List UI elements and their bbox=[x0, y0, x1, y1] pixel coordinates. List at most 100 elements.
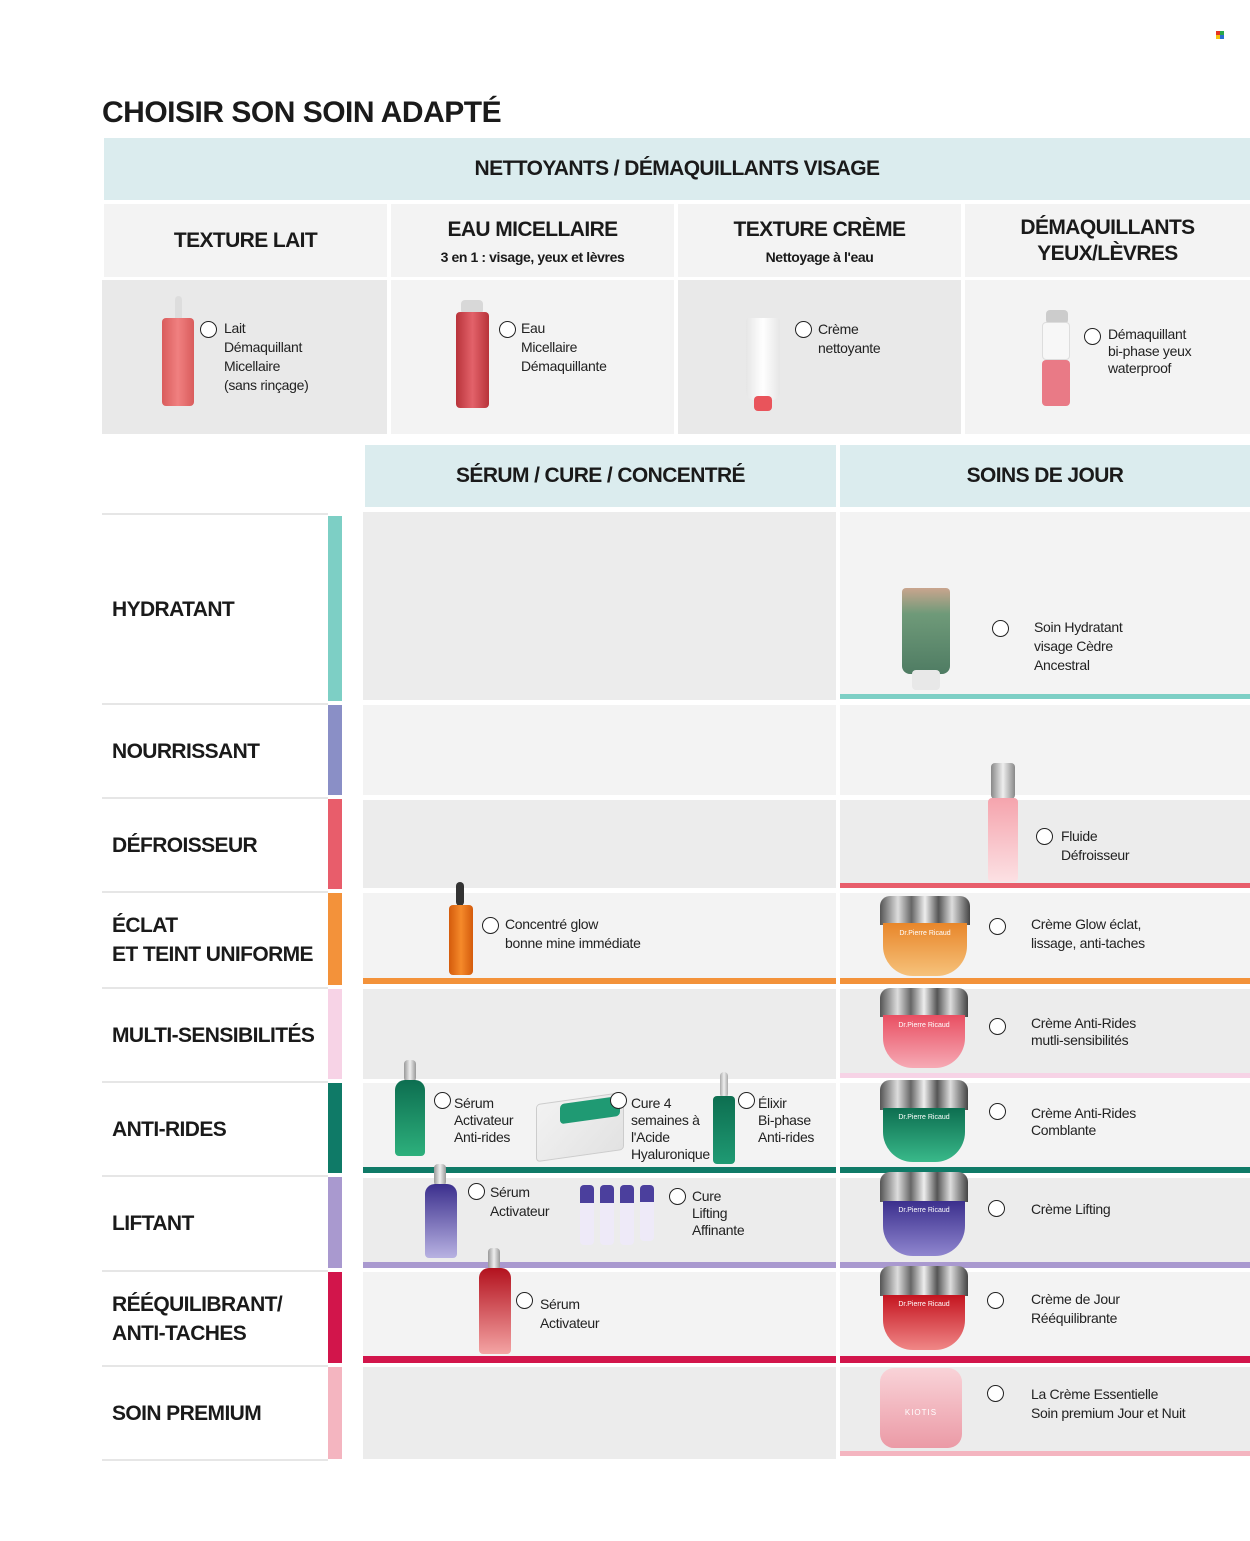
select-eclat-jour-radio[interactable] bbox=[989, 918, 1006, 935]
label-line: Cure 4 bbox=[631, 1095, 672, 1111]
product-label-defroisseur-jour: Fluide Défroisseur bbox=[1061, 827, 1130, 865]
brand-mark-icon bbox=[1216, 31, 1224, 39]
row-label-text: NOURRISSANT bbox=[112, 739, 260, 763]
select-multi-jour-radio[interactable] bbox=[989, 1018, 1006, 1035]
column-subheading: Nettoyage à l'eau bbox=[765, 248, 874, 265]
column-head-lait: TEXTURE LAIT bbox=[104, 204, 387, 277]
row-underline bbox=[840, 694, 1250, 699]
select-antirides-jour-radio[interactable] bbox=[989, 1103, 1006, 1120]
product-label-eclat-serum: Concentré glow bonne mine immédiate bbox=[505, 915, 641, 953]
cell-multi-serum bbox=[363, 989, 836, 1079]
row-color-bar bbox=[328, 1367, 342, 1459]
product-label-liftant-serum-1: Sérum Activateur bbox=[490, 1183, 550, 1221]
select-liftant-jour-radio[interactable] bbox=[988, 1200, 1005, 1217]
row-color-bar bbox=[328, 1177, 342, 1268]
select-lait-radio[interactable] bbox=[200, 321, 217, 338]
label-line: Fluide bbox=[1061, 828, 1098, 844]
row-label-text: LIFTANT bbox=[112, 1212, 194, 1235]
label-line: waterproof bbox=[1108, 360, 1172, 376]
product-label-multi-jour: Crème Anti-Rides mutli-sensibilités bbox=[1031, 1015, 1136, 1049]
row-label-multi: MULTI-SENSIBILITÉS bbox=[102, 987, 328, 1081]
column-head-creme: TEXTURE CRÈME Nettoyage à l'eau bbox=[678, 204, 961, 277]
jar-brand-label: Dr.Pierre Ricaud bbox=[898, 1021, 950, 1029]
select-reeq-serum-radio[interactable] bbox=[516, 1292, 533, 1309]
row-label-reeq: RÉÉQUILIBRANT/ ANTI-TACHES bbox=[102, 1270, 328, 1365]
select-defroisseur-jour-radio[interactable] bbox=[1036, 828, 1053, 845]
product-label-antirides-serum-1: Sérum Activateur Anti-rides bbox=[454, 1095, 514, 1146]
label-line: Crème Anti-Rides bbox=[1031, 1015, 1136, 1031]
label-line: Hyaluronique bbox=[631, 1146, 710, 1162]
liftant-jar-image: Dr.Pierre Ricaud bbox=[880, 1172, 968, 1256]
label-line: Défroisseur bbox=[1061, 847, 1130, 863]
select-premium-jour-radio[interactable] bbox=[987, 1385, 1004, 1402]
product-label-reeq-jour: Crème de Jour Rééquilibrante bbox=[1031, 1290, 1120, 1328]
label-line: Anti-rides bbox=[758, 1129, 815, 1145]
product-label-premium-jour: La Crème Essentielle Soin premium Jour e… bbox=[1031, 1385, 1186, 1423]
column-head-micellaire: EAU MICELLAIRE 3 en 1 : visage, yeux et … bbox=[391, 204, 674, 277]
label-line: mutli-sensibilités bbox=[1031, 1032, 1129, 1048]
label-line: Sérum bbox=[454, 1095, 494, 1111]
product-label-hydratant-jour: Soin Hydratant visage Cèdre Ancestral bbox=[1034, 618, 1123, 675]
label-line: Sérum bbox=[540, 1296, 580, 1312]
select-antirides-serum-3-radio[interactable] bbox=[738, 1092, 755, 1109]
cell-defroisseur-serum bbox=[363, 800, 836, 888]
row-underline bbox=[363, 1262, 836, 1268]
jar-brand-label: Dr.Pierre Ricaud bbox=[898, 1207, 950, 1215]
label-line: Crème Lifting bbox=[1031, 1201, 1111, 1217]
row-label-text: DÉFROISSEUR bbox=[112, 833, 258, 857]
cell-reeq-serum bbox=[363, 1272, 836, 1356]
row-label-liftant: LIFTANT bbox=[102, 1175, 328, 1270]
row-label-text: MULTI-SENSIBILITÉS bbox=[112, 1023, 315, 1047]
column-head-text: SOINS DE JOUR bbox=[966, 464, 1124, 487]
label-line: Activateur bbox=[454, 1112, 514, 1128]
label-line: lissage, anti-taches bbox=[1031, 935, 1145, 951]
column-heading: TEXTURE CRÈME bbox=[733, 217, 906, 241]
select-liftant-serum-1-radio[interactable] bbox=[468, 1183, 485, 1200]
label-line: Activateur bbox=[490, 1203, 550, 1219]
row-label-text: ÉCLAT bbox=[112, 914, 178, 937]
product-cell-lait bbox=[102, 280, 387, 434]
product-label-liftant-serum-2: Cure Lifting Affinante bbox=[692, 1188, 745, 1239]
select-yeux-radio[interactable] bbox=[1084, 328, 1101, 345]
product-cell-creme bbox=[678, 280, 961, 434]
product-label-eclat-jour: Crème Glow éclat, lissage, anti-taches bbox=[1031, 915, 1145, 953]
select-reeq-jour-radio[interactable] bbox=[987, 1292, 1004, 1309]
row-label-text: ANTI-RIDES bbox=[112, 1117, 227, 1141]
row-underline bbox=[363, 1356, 836, 1363]
cell-premium-serum bbox=[363, 1367, 836, 1459]
select-antirides-serum-2-radio[interactable] bbox=[610, 1092, 627, 1109]
select-creme-radio[interactable] bbox=[795, 321, 812, 338]
select-micellaire-radio[interactable] bbox=[499, 321, 516, 338]
jar-brand-label: Dr.Pierre Ricaud bbox=[898, 1301, 950, 1309]
label-line: semaines à bbox=[631, 1112, 700, 1128]
row-underline bbox=[840, 1356, 1250, 1363]
column-heading-line: YEUX/LÈVRES bbox=[1037, 241, 1178, 265]
row-label-defroisseur: DÉFROISSEUR bbox=[102, 797, 328, 891]
select-antirides-serum-1-radio[interactable] bbox=[434, 1092, 451, 1109]
label-line: Cure bbox=[692, 1188, 722, 1204]
label-line: Affinante bbox=[692, 1222, 745, 1238]
select-eclat-serum-radio[interactable] bbox=[482, 917, 499, 934]
row-label-premium: SOIN PREMIUM bbox=[102, 1365, 328, 1461]
label-line: Anti-rides bbox=[454, 1129, 511, 1145]
select-liftant-serum-2-radio[interactable] bbox=[669, 1188, 686, 1205]
product-label-antirides-jour: Crème Anti-Rides Comblante bbox=[1031, 1105, 1136, 1139]
label-line: bonne mine immédiate bbox=[505, 935, 641, 951]
label-line: Comblante bbox=[1031, 1122, 1097, 1138]
select-hydratant-jour-radio[interactable] bbox=[992, 620, 1009, 637]
row-underline bbox=[840, 978, 1250, 984]
product-label-creme: Crème nettoyante bbox=[818, 320, 881, 358]
column-heading: TEXTURE LAIT bbox=[173, 228, 318, 252]
row-color-bar bbox=[328, 705, 342, 795]
label-line: Lait bbox=[224, 320, 246, 336]
label-line: Lifting bbox=[692, 1205, 728, 1221]
cell-nourrissant-serum bbox=[363, 705, 836, 795]
row-color-bar bbox=[328, 1272, 342, 1363]
cell-eclat-serum bbox=[363, 893, 836, 978]
product-label-micellaire: Eau Micellaire Démaquillante bbox=[521, 319, 607, 376]
row-label-text: ANTI-TACHES bbox=[112, 1321, 247, 1345]
row-underline bbox=[840, 1167, 1250, 1173]
label-line: Élixir bbox=[758, 1095, 787, 1111]
product-label-lait: Lait Démaquillant Micellaire (sans rinça… bbox=[224, 319, 309, 395]
label-line: Micellaire bbox=[224, 358, 281, 374]
